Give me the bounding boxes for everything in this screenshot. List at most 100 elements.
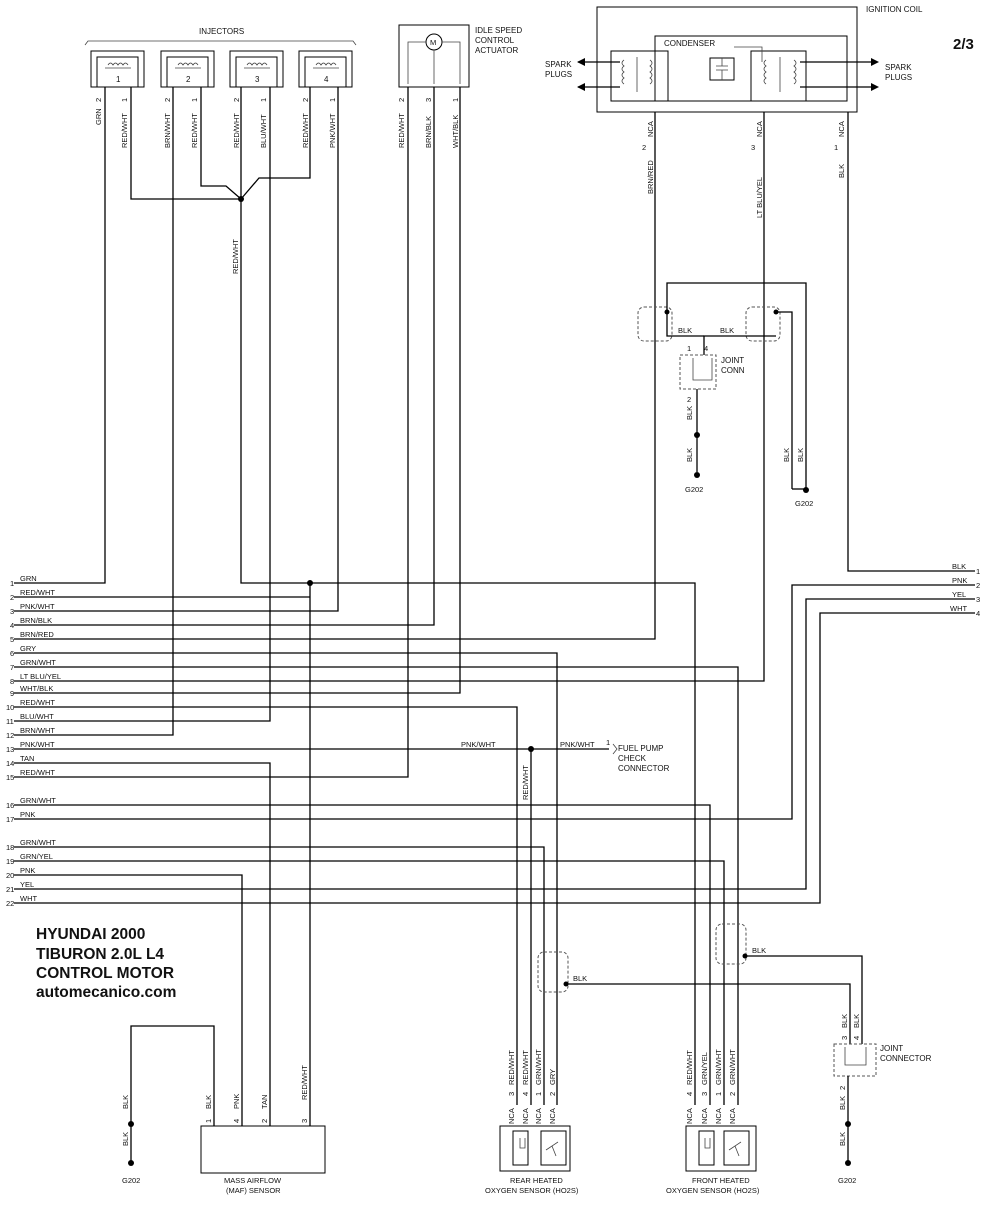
svg-text:TAN: TAN: [260, 1095, 269, 1109]
svg-text:BLK: BLK: [952, 562, 966, 571]
svg-text:RED/WHT: RED/WHT: [397, 113, 406, 148]
idle-speed-actuator: M IDLE SPEED CONTROL ACTUATOR 2 RED/WHT …: [397, 24, 522, 148]
svg-text:8: 8: [10, 677, 14, 686]
svg-text:2: 2: [163, 98, 172, 102]
svg-text:GRN/WHT: GRN/WHT: [714, 1049, 723, 1085]
ignition-ground-circuit: BLK BLK 1 4 JOINT CONN 2 BLK BLK G202 BL…: [637, 282, 813, 508]
title-block: HYUNDAI 2000 TIBURON 2.0L L4 CONTROL MOT…: [36, 926, 176, 1001]
svg-text:1: 1: [10, 579, 14, 588]
svg-text:11: 11: [6, 717, 14, 726]
svg-text:MASS AIRFLOW: MASS AIRFLOW: [224, 1176, 282, 1185]
svg-text:1: 1: [259, 98, 268, 102]
svg-text:3: 3: [700, 1092, 709, 1096]
injector-3-number: 3: [255, 75, 260, 84]
svg-text:1: 1: [714, 1092, 723, 1096]
svg-text:CONTROL: CONTROL: [475, 36, 515, 45]
svg-text:GRN/YEL: GRN/YEL: [700, 1052, 709, 1085]
svg-text:TAN: TAN: [20, 754, 34, 763]
svg-text:GRY: GRY: [548, 1069, 557, 1085]
svg-text:NCA: NCA: [714, 1108, 723, 1124]
svg-text:22: 22: [6, 899, 14, 908]
svg-text:2: 2: [397, 98, 406, 102]
svg-text:BLK: BLK: [121, 1132, 130, 1146]
svg-text:1: 1: [190, 98, 199, 102]
svg-text:4: 4: [685, 1092, 694, 1096]
svg-text:7: 7: [10, 663, 14, 672]
svg-text:3: 3: [507, 1092, 516, 1096]
svg-text:REAR HEATED: REAR HEATED: [510, 1176, 563, 1185]
svg-text:LT BLU/YEL: LT BLU/YEL: [20, 672, 61, 681]
svg-text:GRN/WHT: GRN/WHT: [20, 658, 56, 667]
svg-text:BRN/RED: BRN/RED: [20, 630, 54, 639]
svg-text:RED/WHT: RED/WHT: [20, 698, 55, 707]
svg-text:PNK/WHT: PNK/WHT: [20, 602, 55, 611]
svg-text:BLK: BLK: [685, 406, 694, 420]
svg-text:BRN/BLK: BRN/BLK: [20, 616, 52, 625]
injector-3: 3: [229, 50, 284, 88]
svg-text:CONNECTOR: CONNECTOR: [880, 1054, 932, 1063]
svg-text:PNK: PNK: [952, 576, 967, 585]
svg-text:1: 1: [606, 738, 610, 747]
svg-text:RED/WHT: RED/WHT: [507, 1050, 516, 1085]
svg-text:2: 2: [10, 593, 14, 602]
svg-text:BLK: BLK: [838, 1096, 847, 1110]
svg-text:9: 9: [10, 689, 14, 698]
svg-text:WHT/BLK: WHT/BLK: [451, 115, 460, 148]
svg-text:CONN: CONN: [721, 366, 745, 375]
svg-text:3: 3: [840, 1036, 849, 1040]
injector-pin-labels: 2 GRN 1 RED/WHT 2 BRN/WHT 1 RED/WHT 2 RE…: [94, 98, 337, 148]
injectors-group: INJECTORS 1 2 3 4: [84, 27, 357, 148]
svg-text:BLK: BLK: [796, 448, 805, 462]
svg-text:2: 2: [687, 395, 691, 404]
svg-text:2: 2: [548, 1092, 557, 1096]
svg-text:4: 4: [976, 609, 980, 618]
svg-text:GRN: GRN: [94, 108, 103, 125]
svg-text:1: 1: [120, 98, 129, 102]
svg-text:JOINT: JOINT: [880, 1044, 903, 1053]
svg-text:6: 6: [10, 649, 14, 658]
ignition-coil: IGNITION COIL CONDENSER SPARK PLUGS SPAR…: [545, 5, 923, 218]
svg-text:3: 3: [300, 1119, 309, 1123]
svg-text:2: 2: [642, 143, 646, 152]
svg-text:5: 5: [10, 635, 14, 644]
svg-text:GRN/WHT: GRN/WHT: [534, 1049, 543, 1085]
svg-text:WHT: WHT: [20, 894, 37, 903]
svg-text:4: 4: [521, 1092, 530, 1096]
injector-4: 4: [298, 50, 353, 88]
svg-text:NCA: NCA: [700, 1108, 709, 1124]
svg-text:2: 2: [232, 98, 241, 102]
svg-text:GRN/WHT: GRN/WHT: [20, 796, 56, 805]
svg-text:NCA: NCA: [646, 121, 655, 137]
svg-text:GRN/WHT: GRN/WHT: [728, 1049, 737, 1085]
svg-text:JOINT: JOINT: [721, 356, 744, 365]
svg-text:12: 12: [6, 731, 14, 740]
injector-1: 1: [90, 50, 145, 88]
svg-text:RED/WHT: RED/WHT: [120, 113, 129, 148]
svg-text:16: 16: [6, 801, 14, 810]
svg-text:RED/WHT: RED/WHT: [521, 1050, 530, 1085]
svg-text:SPARK: SPARK: [885, 63, 912, 72]
svg-text:NCA: NCA: [837, 121, 846, 137]
svg-text:13: 13: [6, 745, 14, 754]
svg-text:4: 4: [852, 1036, 861, 1040]
svg-text:RED/WHT: RED/WHT: [685, 1050, 694, 1085]
svg-text:PNK: PNK: [232, 1094, 241, 1109]
svg-text:RED/WHT: RED/WHT: [20, 768, 55, 777]
title-line-3: CONTROL MOTOR: [36, 965, 174, 982]
title-line-2: TIBURON 2.0L L4: [36, 946, 164, 963]
svg-text:GRN: GRN: [20, 574, 37, 583]
svg-text:2: 2: [94, 98, 103, 102]
svg-text:BLK: BLK: [752, 946, 766, 955]
svg-text:19: 19: [6, 857, 14, 866]
svg-text:WHT: WHT: [950, 604, 967, 613]
svg-text:WHT/BLK: WHT/BLK: [20, 684, 53, 693]
svg-text:BLK: BLK: [573, 974, 587, 983]
injector-2: 2: [160, 50, 215, 88]
svg-text:BRN/WHT: BRN/WHT: [163, 113, 172, 148]
svg-text:RED/WHT: RED/WHT: [300, 1065, 309, 1100]
svg-text:CONDENSER: CONDENSER: [664, 39, 715, 48]
svg-text:SPARK: SPARK: [545, 60, 572, 69]
fuel-pump-check-connector: PNK/WHT PNK/WHT 1 FUEL PUMP CHECK CONNEC…: [461, 738, 670, 800]
